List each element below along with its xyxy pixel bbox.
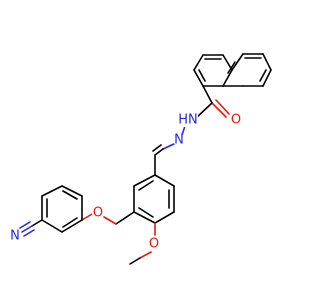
bond-double-o (211, 102, 227, 118)
bond-inner (138, 207, 154, 218)
bond (41, 185, 63, 197)
atom-label: HN (178, 113, 198, 128)
bond-triple-n (21, 225, 33, 233)
bond-inner (198, 69, 206, 82)
bond (154, 174, 175, 187)
bond-inner (62, 217, 78, 228)
bond (193, 69, 204, 87)
bond-triple-n (23, 229, 35, 237)
bond-double-n (162, 142, 177, 150)
bond (115, 211, 135, 225)
bond-inner (138, 180, 154, 191)
bond-double-o (215, 99, 230, 115)
atom-o-methoxy: O (148, 237, 160, 252)
bond (222, 69, 233, 87)
bond (139, 251, 152, 259)
bond (41, 219, 63, 233)
atom-n-amide: HN (178, 113, 198, 128)
bond (231, 53, 244, 71)
bond (81, 213, 93, 221)
atom-n-imine: N (173, 133, 185, 148)
bond-inner (259, 69, 267, 82)
bond (262, 53, 272, 71)
bond-triple-n (19, 221, 31, 229)
bond-inner (227, 61, 236, 74)
bond (133, 211, 156, 224)
bond (61, 185, 83, 197)
atom-label: O (93, 206, 103, 221)
bond (202, 85, 213, 104)
bond-inner (62, 190, 78, 200)
atom-label: O (149, 237, 159, 252)
atom-label: N (10, 229, 20, 244)
atom-label: O (231, 113, 241, 128)
bond (262, 69, 272, 87)
bond (154, 211, 175, 224)
bond (133, 174, 156, 187)
bond (222, 54, 233, 71)
bond (193, 54, 204, 71)
atom-n-nitrile: N (9, 229, 21, 244)
bond-layer (19, 53, 272, 265)
bond (61, 219, 83, 233)
bond (103, 216, 117, 225)
atom-label: N (174, 133, 184, 148)
bond (181, 125, 186, 136)
atom-o-ether: O (92, 206, 104, 221)
bond (31, 219, 43, 227)
atom-o-carbonyl: O (230, 113, 242, 128)
bond-double-n (154, 148, 164, 156)
molecule-structure: O HN N O O N (9, 53, 272, 265)
bond (129, 257, 141, 265)
bond (195, 102, 213, 119)
bond-double-n (152, 144, 162, 152)
atom-label-layer: O HN N O O N (9, 113, 242, 252)
